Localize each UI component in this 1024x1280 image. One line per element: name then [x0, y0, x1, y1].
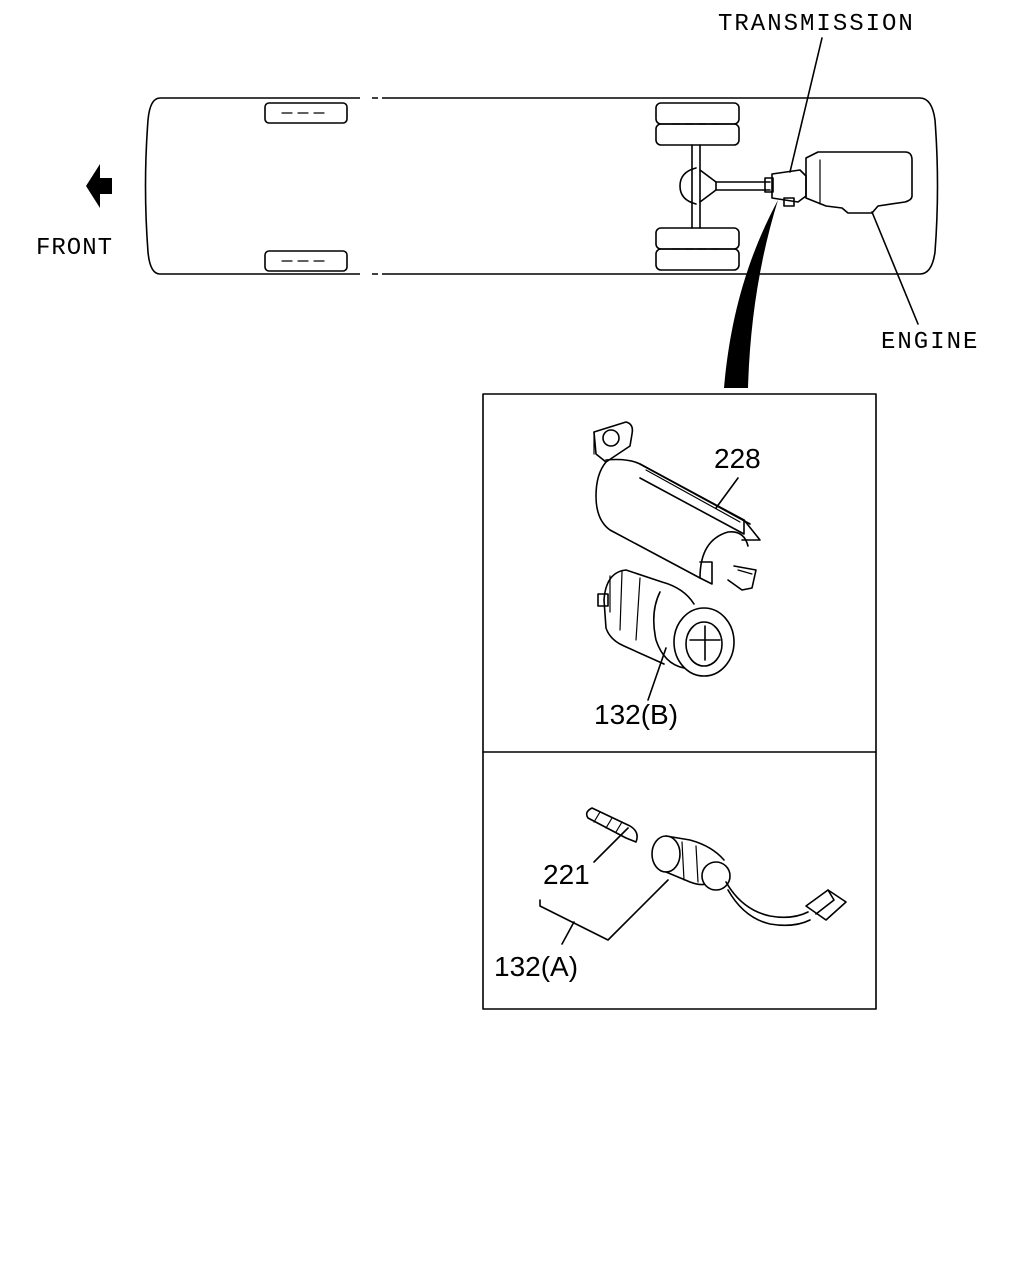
part-221-leader	[593, 827, 629, 863]
part-132a-callout: 132(A)	[494, 951, 578, 982]
engine-leader	[871, 211, 919, 325]
rear-wheel-right	[655, 227, 740, 271]
part-221-callout: 221	[543, 859, 590, 890]
rear-wheel-left	[655, 102, 740, 146]
detail-frame	[482, 393, 877, 1010]
engine-block	[805, 151, 913, 214]
vehicle-outline	[144, 96, 939, 276]
part-132a-leader	[561, 921, 575, 945]
part-132b-sensor	[597, 569, 735, 677]
part-132a-sensor	[651, 835, 847, 927]
part-221-pin	[585, 807, 638, 843]
part-228-callout: 228	[714, 443, 761, 474]
part-228-cover	[593, 421, 761, 591]
rear-axle	[679, 144, 717, 229]
part-132b-leader	[647, 647, 667, 701]
part-228-leader	[715, 477, 739, 509]
front-wheel-right	[264, 250, 348, 272]
part-132b-callout: 132(B)	[594, 699, 678, 730]
front-label: FRONT	[36, 235, 113, 262]
propeller-shaft	[715, 181, 771, 191]
engine-label: ENGINE	[881, 329, 979, 356]
transmission-leader	[789, 37, 823, 173]
arrow-left-icon	[86, 164, 112, 208]
detail-callout-pointer	[724, 200, 778, 388]
transmission-label: TRANSMISSION	[718, 11, 915, 38]
front-wheel-left	[264, 102, 348, 124]
transmission-unit	[764, 169, 807, 207]
